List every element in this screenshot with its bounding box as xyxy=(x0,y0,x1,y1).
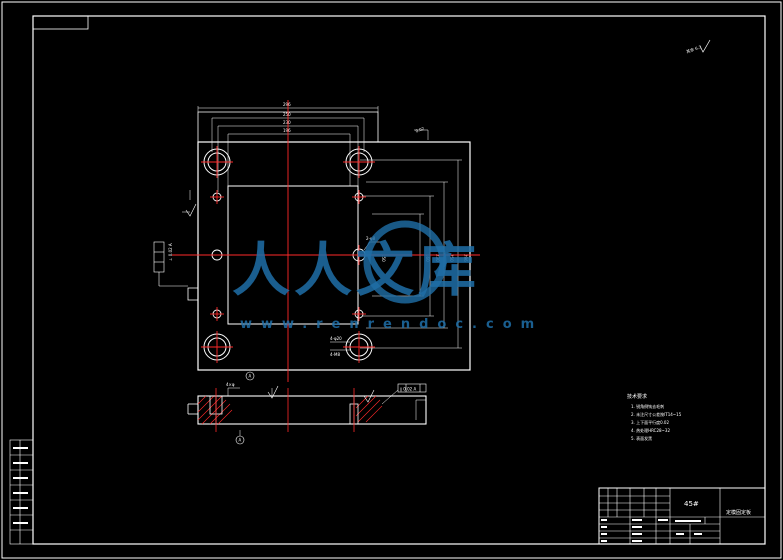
datum-circle-top xyxy=(245,371,255,381)
dimension-texts: 296 250 230 196 296 250 230 160 150 0.02 xyxy=(283,102,468,262)
svg-text:150: 150 xyxy=(381,254,386,262)
left-roughness-icon xyxy=(185,203,197,217)
title-block-material: 45# xyxy=(684,500,699,508)
center-lines xyxy=(172,100,480,382)
roughness-symbol-icon xyxy=(699,39,711,53)
datum-circle xyxy=(235,435,245,445)
section-view: A A 4×φ ∥ 0.02 A xyxy=(187,371,427,445)
watermark-url: www.renrendoc.com xyxy=(240,317,543,332)
hole-callout-3: 4-M8 xyxy=(330,352,340,357)
left-tolerance-text: ⊥ 0.02 A xyxy=(168,243,173,261)
section-hatch-left xyxy=(197,395,233,425)
datum-label: A xyxy=(239,438,242,443)
svg-text:250: 250 xyxy=(283,112,291,117)
datum-label-top: A xyxy=(249,374,252,379)
sheet-inner-frame xyxy=(32,15,766,545)
section-holes xyxy=(187,395,359,425)
drawing-code-box xyxy=(32,15,89,30)
title-block-cell-marks xyxy=(601,519,702,542)
tech-req-item-4: 4. 热处理HRC28~32 xyxy=(631,427,670,433)
left-tolerance-frame xyxy=(153,241,188,287)
svg-text:296: 296 xyxy=(463,254,468,262)
section-top-dim: 4×φ xyxy=(226,382,235,387)
watermark-text: 人人文库 xyxy=(232,236,480,304)
plate-left-step xyxy=(187,142,199,301)
section-outline xyxy=(197,395,427,425)
svg-text:196: 196 xyxy=(283,128,291,133)
tech-req-item-2: 2. 未注尺寸公差按IT14~15 xyxy=(631,411,682,417)
left-strip-marks xyxy=(13,447,28,524)
svg-text:296: 296 xyxy=(283,102,291,107)
svg-text:0.02: 0.02 xyxy=(415,126,426,134)
section-hatch-right xyxy=(355,395,383,423)
title-block-part-name: 定模固定板 xyxy=(726,509,751,516)
section-center-lines xyxy=(215,388,355,432)
tech-requirements-title: 技术要求 xyxy=(627,393,647,400)
tech-requirements: 技术要求 1. 锐角倒钝去毛刺 2. 未注尺寸公差按IT14~15 3. 上下面… xyxy=(627,393,682,441)
svg-text:230: 230 xyxy=(283,120,291,125)
tech-req-item-5: 5. 表面发黑 xyxy=(631,435,652,441)
section-dims xyxy=(227,387,426,436)
svg-text:230: 230 xyxy=(435,254,440,262)
hole-callout-2: 4-φ20 xyxy=(330,336,342,341)
title-block xyxy=(598,487,766,545)
section-roughness-icon xyxy=(267,385,375,403)
tech-req-item-3: 3. 上下面平行度0.02 xyxy=(631,419,669,425)
tech-req-item-1: 1. 锐角倒钝去毛刺 xyxy=(631,403,664,409)
watermark-ring xyxy=(363,220,447,304)
watermark: 人人文库 www.renrendoc.com xyxy=(232,220,543,332)
section-tolerance-text: ∥ 0.02 A xyxy=(400,387,416,392)
svg-text:250: 250 xyxy=(449,254,454,262)
left-revision-strip xyxy=(9,439,34,545)
section-tolerance-frame xyxy=(397,383,427,393)
roughness-note: 其余 6.3 xyxy=(685,43,702,54)
svg-text:160: 160 xyxy=(425,254,430,262)
